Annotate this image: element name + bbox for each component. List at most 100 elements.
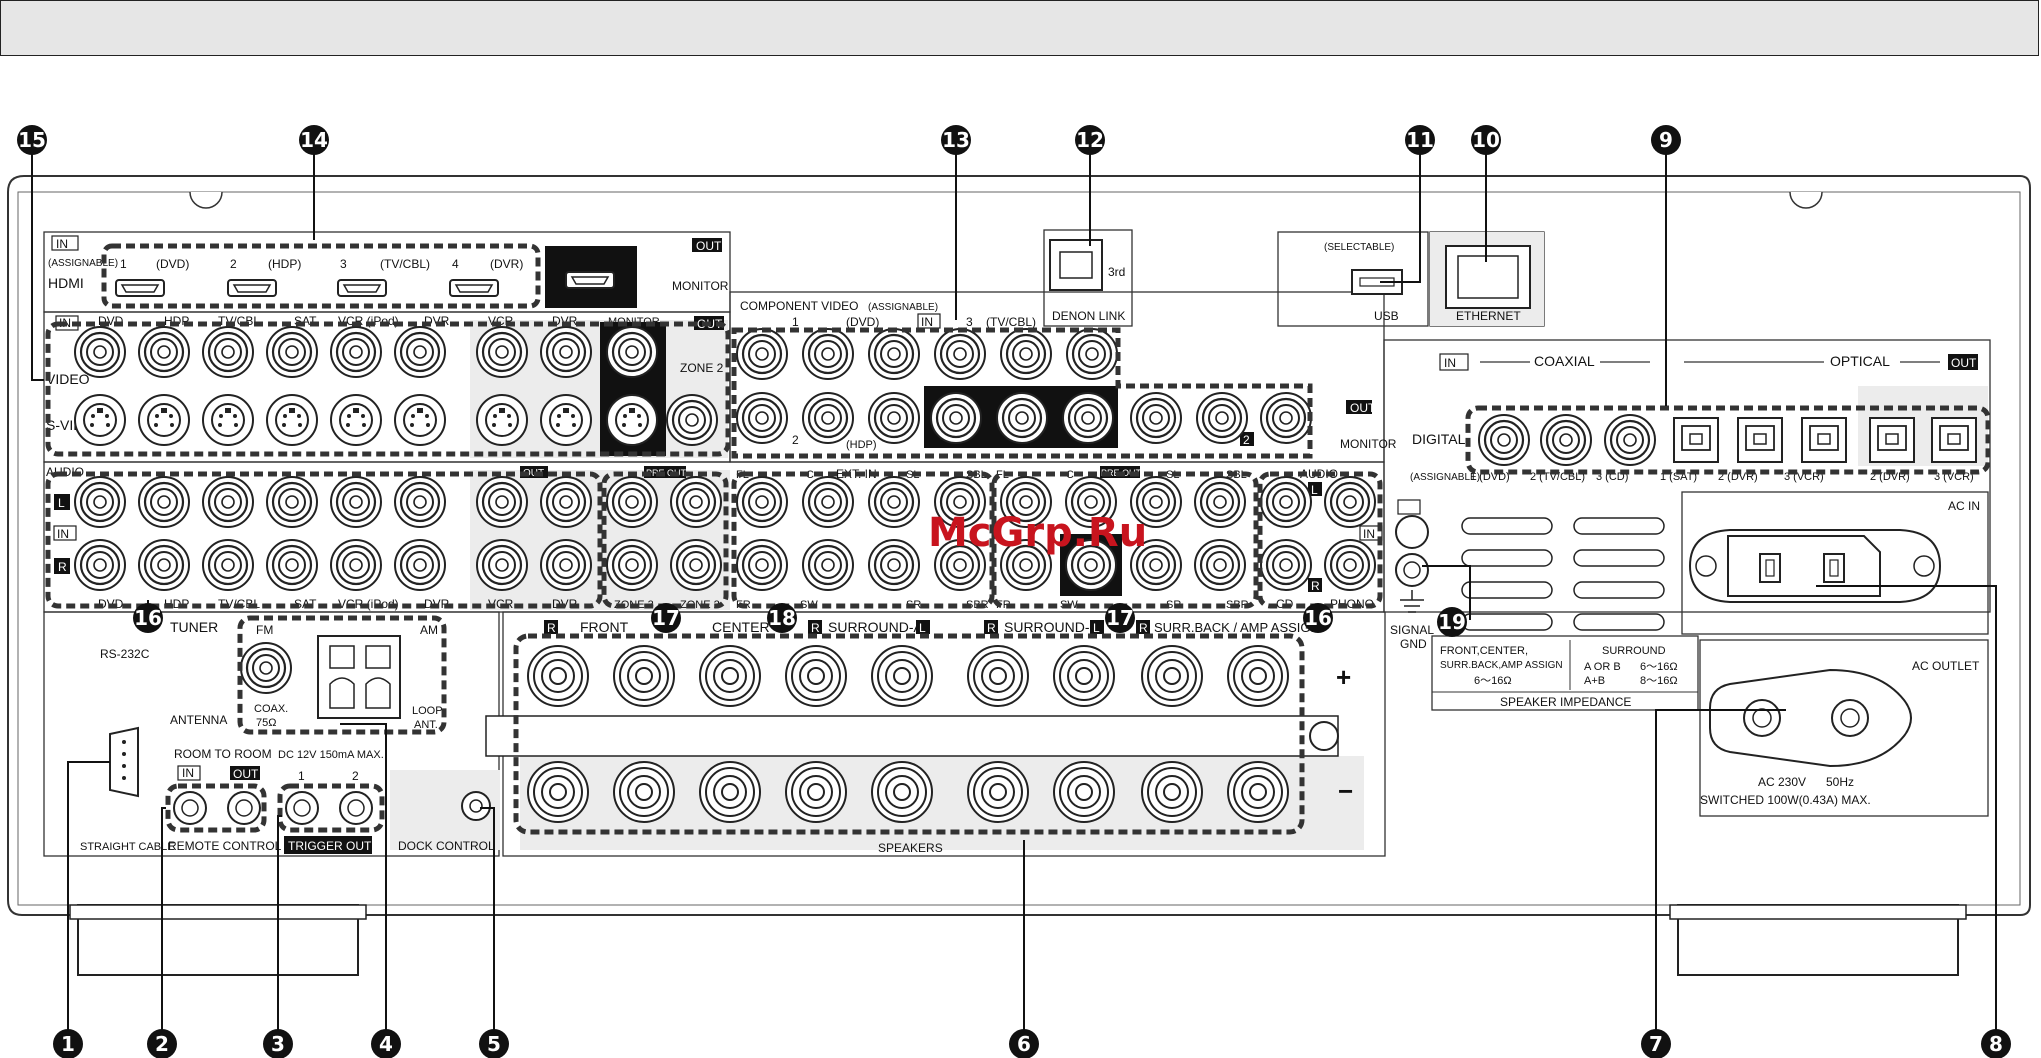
audio-jack[interactable]	[1193, 475, 1247, 529]
audio-jack[interactable]	[735, 475, 789, 529]
audio-jack[interactable]	[1259, 475, 1313, 529]
audio-jack[interactable]	[867, 475, 921, 529]
optical-jack[interactable]	[1801, 417, 1847, 463]
audio-jack[interactable]	[801, 538, 855, 592]
audio-jack[interactable]	[669, 538, 723, 592]
coaxial-jack[interactable]	[1477, 413, 1531, 467]
svideo-input-jack[interactable]	[74, 394, 126, 446]
audio-jack[interactable]	[1259, 538, 1313, 592]
audio-jack[interactable]	[669, 475, 723, 529]
component-input-jack[interactable]	[999, 327, 1053, 381]
component-input-jack[interactable]	[801, 327, 855, 381]
component-input-jack[interactable]	[867, 327, 921, 381]
speaker-terminal-plus[interactable]	[699, 645, 761, 707]
callout-15: 15	[17, 125, 47, 155]
audio-jack[interactable]	[605, 538, 659, 592]
speaker-terminal-plus[interactable]	[1053, 645, 1115, 707]
speaker-terminal-plus[interactable]	[1227, 645, 1289, 707]
svideo-input-jack[interactable]	[202, 394, 254, 446]
audio-jack[interactable]	[73, 475, 127, 529]
audio-jack[interactable]	[539, 475, 593, 529]
component-jack[interactable]	[801, 391, 855, 445]
video-input-jack[interactable]	[539, 325, 593, 379]
svideo-input-jack[interactable]	[394, 394, 446, 446]
speaker-terminal-minus[interactable]	[1053, 761, 1115, 823]
coaxial-jack[interactable]	[1603, 413, 1657, 467]
optical-jack[interactable]	[1869, 417, 1915, 463]
component-input-1-jack[interactable]	[929, 391, 983, 445]
optical-jack[interactable]	[1931, 417, 1977, 463]
audio-jack[interactable]	[1323, 538, 1377, 592]
audio-jack[interactable]	[735, 538, 789, 592]
svideo-input-jack[interactable]	[476, 394, 528, 446]
component-input-jack[interactable]	[1065, 327, 1119, 381]
audio-jack[interactable]	[73, 538, 127, 592]
speaker-terminal-minus[interactable]	[527, 761, 589, 823]
video-input-jack[interactable]	[329, 325, 383, 379]
audio-jack[interactable]	[393, 538, 447, 592]
svideo-input-jack[interactable]	[266, 394, 318, 446]
svg-text:FM: FM	[256, 623, 273, 637]
component-jack[interactable]	[1129, 391, 1183, 445]
optical-jack[interactable]	[1673, 417, 1719, 463]
audio-jack[interactable]	[201, 538, 255, 592]
chassis-outline	[7, 175, 2031, 916]
component-jack[interactable]	[735, 391, 789, 445]
speaker-terminal-minus[interactable]	[785, 761, 847, 823]
audio-jack[interactable]	[393, 475, 447, 529]
speaker-terminal-plus[interactable]	[613, 645, 675, 707]
component-jack[interactable]	[1259, 391, 1313, 445]
coaxial-jack[interactable]	[1539, 413, 1593, 467]
ac-outlet-socket	[1709, 668, 1912, 768]
speaker-terminal-plus[interactable]	[871, 645, 933, 707]
audio-jack[interactable]	[867, 538, 921, 592]
video-input-jack[interactable]	[73, 325, 127, 379]
callout-14: 14	[299, 125, 329, 155]
video-input-jack[interactable]	[475, 325, 529, 379]
speaker-terminal-minus[interactable]	[699, 761, 761, 823]
speaker-terminal-minus[interactable]	[1227, 761, 1289, 823]
optical-jack[interactable]	[1737, 417, 1783, 463]
component-input-jack[interactable]	[933, 327, 987, 381]
callout-19: 19	[1437, 607, 1467, 637]
component-input-1-jack[interactable]	[1061, 391, 1115, 445]
rs232c-section: RS-232C STRAIGHT CABLE	[80, 647, 175, 853]
speaker-terminal-plus[interactable]	[1141, 645, 1203, 707]
speaker-terminal-plus[interactable]	[527, 645, 589, 707]
video-input-jack[interactable]	[137, 325, 191, 379]
speaker-terminal-minus[interactable]	[1141, 761, 1203, 823]
hdmi-out-badge: OUT	[696, 239, 722, 253]
audio-jack[interactable]	[329, 538, 383, 592]
svideo-input-jack[interactable]	[330, 394, 382, 446]
svideo-input-jack[interactable]	[540, 394, 592, 446]
audio-jack[interactable]	[265, 538, 319, 592]
callout-9: 9	[1651, 125, 1681, 155]
audio-jack[interactable]	[605, 475, 659, 529]
speaker-terminal-plus[interactable]	[967, 645, 1029, 707]
network-section: 3rd DENON LINK (SELECTABLE) USB ETHERNET	[1049, 239, 1531, 323]
audio-jack[interactable]	[801, 475, 855, 529]
component-input-1-jack[interactable]	[995, 391, 1049, 445]
component-jack[interactable]	[867, 391, 921, 445]
audio-jack[interactable]	[1323, 475, 1377, 529]
audio-jack[interactable]	[201, 475, 255, 529]
speaker-terminal-minus[interactable]	[967, 761, 1029, 823]
audio-jack[interactable]	[137, 475, 191, 529]
audio-jack[interactable]	[475, 475, 529, 529]
svideo-input-jack[interactable]	[138, 394, 190, 446]
audio-jack[interactable]	[475, 538, 529, 592]
audio-jack[interactable]	[329, 475, 383, 529]
speaker-terminal-minus[interactable]	[871, 761, 933, 823]
video-input-jack[interactable]	[393, 325, 447, 379]
audio-jack[interactable]	[137, 538, 191, 592]
audio-jack[interactable]	[265, 475, 319, 529]
speaker-terminal-plus[interactable]	[785, 645, 847, 707]
callout-label: 8	[1989, 1032, 2003, 1056]
audio-jack[interactable]	[539, 538, 593, 592]
component-input-jack[interactable]	[735, 327, 789, 381]
video-input-jack[interactable]	[201, 325, 255, 379]
speaker-terminal-minus[interactable]	[613, 761, 675, 823]
video-input-jack[interactable]	[265, 325, 319, 379]
component-jack[interactable]	[1195, 391, 1249, 445]
audio-jack[interactable]	[1193, 538, 1247, 592]
